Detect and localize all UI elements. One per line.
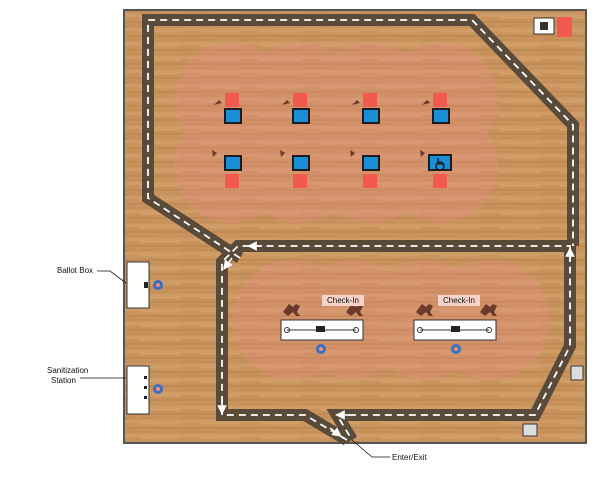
voting-booth-icon bbox=[350, 150, 380, 188]
voting-booth-icon bbox=[422, 93, 450, 124]
voting-booth-icon bbox=[212, 150, 242, 188]
sanitization-label-line1: Sanitization bbox=[47, 366, 88, 375]
accessible-voting-booth bbox=[420, 150, 452, 188]
check-in-table-1: Check-In bbox=[280, 295, 364, 354]
dashed-path-arrow bbox=[329, 427, 342, 437]
checkin-distancing-zones bbox=[232, 260, 550, 380]
callout-leaders bbox=[80, 270, 390, 458]
door-icon bbox=[522, 423, 538, 437]
voting-booth-icon bbox=[352, 93, 380, 124]
voting-booth-icon bbox=[280, 150, 310, 188]
ballot-box-label: Ballot Box bbox=[57, 266, 93, 275]
sanitization-station bbox=[126, 365, 163, 415]
wheelchair-icon bbox=[435, 158, 445, 171]
person-icon bbox=[416, 304, 497, 316]
path-arrows bbox=[217, 241, 575, 437]
voting-booth-icon bbox=[214, 93, 242, 124]
check-in-label: Check-In bbox=[443, 296, 475, 305]
dashed-path-arrow bbox=[223, 257, 233, 270]
door-icon bbox=[570, 365, 584, 381]
voting-booths bbox=[212, 93, 452, 188]
check-in-table-2: Check-In bbox=[413, 295, 497, 354]
ballot-box bbox=[126, 261, 163, 309]
person-icon bbox=[283, 304, 363, 316]
path-dashes bbox=[147, 19, 574, 441]
enter-exit-label: Enter/Exit bbox=[392, 453, 427, 462]
check-in-label: Check-In bbox=[327, 296, 359, 305]
voting-booth-icon bbox=[282, 93, 310, 124]
printer-icon bbox=[533, 17, 572, 37]
sanitization-label-line2: Station bbox=[51, 376, 76, 385]
booth-distancing-zones bbox=[174, 42, 498, 223]
